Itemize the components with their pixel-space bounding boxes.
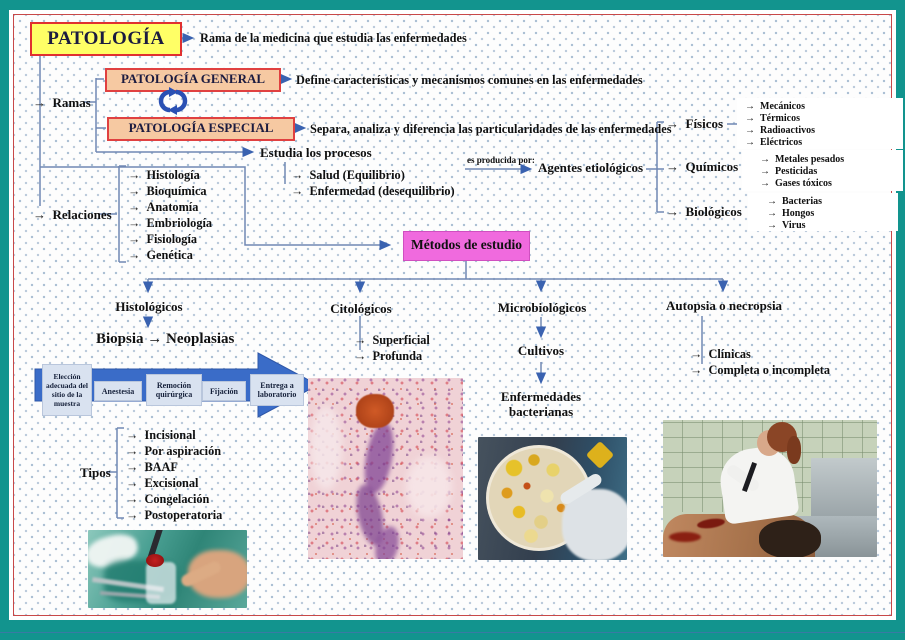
pale-tissue-shape xyxy=(406,456,452,518)
salud-item: Salud (Equilibrio) xyxy=(291,168,404,182)
step-box-2: Remoción quirúrgica xyxy=(146,374,202,406)
fisicos-label: Físicos xyxy=(666,116,724,132)
biologicos-item-2: Virus xyxy=(767,220,806,232)
general-definition: Define características y mecanismos comu… xyxy=(296,73,643,87)
superficial-item: Superficial xyxy=(354,333,429,347)
ramas-label: Ramas xyxy=(33,95,91,111)
es-producida-por-label: es producida por: xyxy=(467,155,535,165)
citologicos-label: Citológicos xyxy=(330,301,392,316)
bacterianas-line: bacterianas xyxy=(508,403,574,419)
patologia-title-box: PATOLOGÍA xyxy=(30,22,182,56)
estudia-procesos-label: Estudia los procesos xyxy=(260,145,372,160)
autopsy-photo xyxy=(663,420,877,557)
tipos-item-5: Postoperatoria xyxy=(126,508,222,522)
quimicos-item-1: Pesticidas xyxy=(760,166,817,178)
fisicos-item-3: Eléctricos xyxy=(745,137,802,149)
fisicos-item-1: Térmicos xyxy=(745,113,800,125)
step-box-3: Fijación xyxy=(202,381,246,401)
fisicos-item-0: Mecánicos xyxy=(745,101,805,113)
completa-item: Completa o incompleta xyxy=(690,363,830,377)
specimen-cup-shape xyxy=(146,562,176,604)
cultivos-label: Cultivos xyxy=(517,343,565,358)
tipos-item-2: BAAF xyxy=(126,460,177,474)
metodos-box: Métodos de estudio xyxy=(403,231,530,261)
biopsy-photo xyxy=(88,530,247,608)
relaciones-label: Relaciones xyxy=(33,207,112,223)
relaciones-item-5: Genética xyxy=(128,248,192,262)
clinicas-item: Clínicas xyxy=(690,347,750,361)
quimicos-item-2: Gases tóxicos xyxy=(760,178,832,190)
especial-definition: Separa, analiza y diferencia las particu… xyxy=(310,122,672,136)
tipos-item-1: Por aspiración xyxy=(126,444,221,458)
relaciones-item-0: Histología xyxy=(128,168,199,182)
pale-tissue-shape xyxy=(310,406,342,490)
enfermedades-line: Enfermedades xyxy=(500,389,582,404)
biopsia-neoplasias-label: Biopsia → Neoplasias xyxy=(96,331,235,347)
tipos-item-4: Congelación xyxy=(126,492,209,506)
quimicos-item-0: Metales pesados xyxy=(760,154,844,166)
wound-shape xyxy=(669,532,701,542)
steel-shelf-shape xyxy=(811,458,877,518)
autopsia-label: Autopsia o necropsia xyxy=(666,298,783,313)
tipos-item-3: Excisional xyxy=(126,476,198,490)
relaciones-item-2: Anatomía xyxy=(128,200,198,214)
histology-photo xyxy=(308,378,463,559)
biologicos-item-1: Hongos xyxy=(767,208,814,220)
relaciones-item-4: Fisiología xyxy=(128,232,197,246)
quimicos-label: Químicos xyxy=(666,159,739,175)
relaciones-item-1: Bioquímica xyxy=(128,184,206,198)
profunda-item: Profunda xyxy=(354,349,422,363)
microbiologicos-label: Microbiológicos xyxy=(497,300,587,315)
cycle-icon xyxy=(158,87,188,115)
step-box-4: Entrega a laboratorio xyxy=(250,374,304,406)
step-box-1: Anestesia xyxy=(94,381,142,401)
tissue-sample-shape xyxy=(146,554,164,567)
warning-sign-shape xyxy=(585,440,615,470)
patologia-title: PATOLOGÍA xyxy=(47,28,165,49)
fisicos-item-2: Radioactivos xyxy=(745,125,815,137)
orange-blob-shape xyxy=(356,394,394,428)
biologicos-item-0: Bacterias xyxy=(767,196,822,208)
step-box-0: Elección adecuada del sitio de la muestr… xyxy=(42,364,92,416)
body-head-hair-shape xyxy=(759,520,821,557)
patologia-especial-box: PATOLOGÍA ESPECIAL xyxy=(107,117,295,141)
title-definition: Rama de la medicina que estudia las enfe… xyxy=(200,31,467,45)
agentes-etiologicos-label: Agentes etiológicos xyxy=(538,160,644,175)
tipos-item-0: Incisional xyxy=(126,428,195,442)
examiner-ponytail-shape xyxy=(787,436,801,464)
relaciones-item-3: Embriología xyxy=(128,216,212,230)
border-accent-line xyxy=(0,632,905,633)
enfermedades-bacterianas-label: Enfermedades bacterianas xyxy=(468,389,614,420)
enfermedad-item: Enfermedad (desequilibrio) xyxy=(291,184,454,198)
patologia-general-box: PATOLOGÍA GENERAL xyxy=(105,68,281,92)
histologicos-label: Histológicos xyxy=(115,299,183,314)
petri-dish-photo xyxy=(478,437,627,560)
biologicos-label: Biológicos xyxy=(666,204,742,220)
tipos-label: Tipos xyxy=(80,465,111,480)
